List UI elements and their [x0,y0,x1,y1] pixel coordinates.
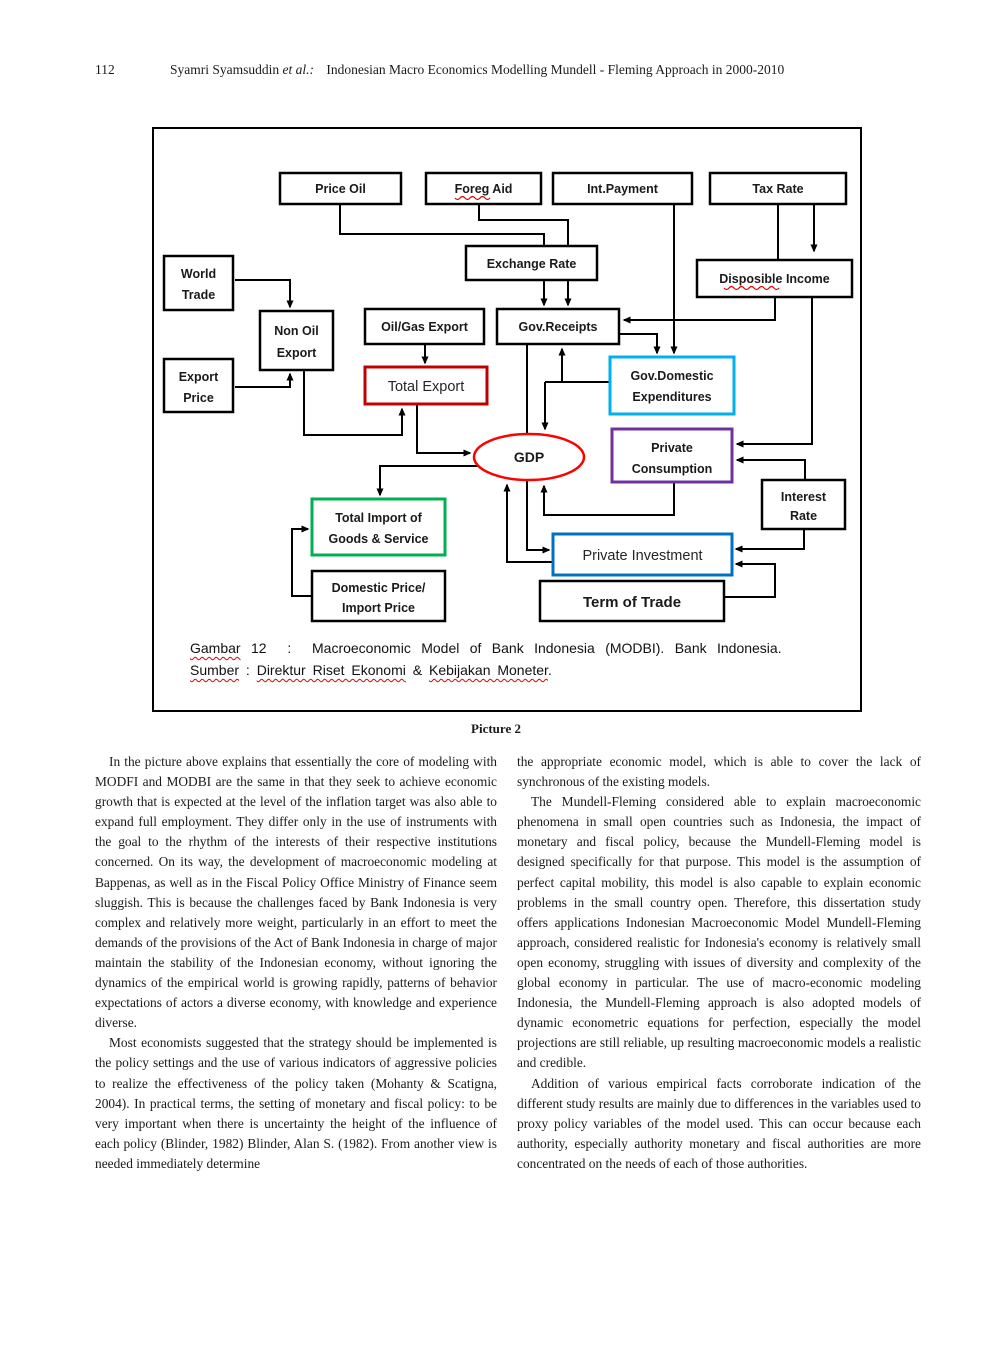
header-title: Indonesian Macro Economics Modelling Mun… [326,62,785,77]
arrow-gdp-to-private-investment [526,480,551,554]
arrow-total-export-to-gdp [416,404,472,457]
svg-text:Price Oil: Price Oil [315,182,366,196]
node-price-oil: Price Oil [278,171,403,206]
svg-text:GDP: GDP [514,449,544,465]
svg-text:Trade: Trade [182,288,215,302]
svg-text:Exchange Rate: Exchange Rate [487,257,577,271]
node-domestic-price: Domestic Price/ Import Price [310,569,447,623]
header-authors: Syamri Syamsuddin [170,62,280,77]
body-column-left: In the picture above explains that essen… [95,752,497,1174]
svg-text:Total Import of: Total Import of [335,511,422,525]
node-non-oil-export: Non Oil Export [258,309,335,372]
node-total-import: Total Import of Goods & Service [310,497,447,557]
node-interest-rate: Interest Rate [760,478,847,531]
svg-text:Private Investment: Private Investment [582,548,702,564]
svg-text:Foreg Aid: Foreg Aid [455,182,513,196]
arrow-gdp-to-total-import [376,465,487,497]
model-nodes: Price Oil Foreg Aid Int.Payment Tax Rate [162,171,854,623]
arrow-export-price-to-non-oil [235,372,294,388]
node-total-export: Total Export [363,365,489,406]
arrow-price-oil-to-exchange-rate [339,204,545,246]
svg-text:Oil/Gas Export: Oil/Gas Export [381,320,469,334]
node-exchange-rate: Exchange Rate [464,244,599,282]
arrow-interest-rate-to-private-consumption [735,456,806,480]
paragraph: the appropriate economic model, which is… [517,754,921,790]
arrow-domestic-price-to-total-import [291,525,312,597]
paragraph: The Mundell-Fleming considered able to e… [517,794,921,1071]
svg-text:Price: Price [183,391,214,405]
svg-text:Gov.Domestic: Gov.Domestic [630,369,713,383]
svg-text:Disposible Income: Disposible Income [719,272,829,286]
paragraph: In the picture above explains that essen… [95,754,497,1031]
node-disposible-income: Disposible Income [695,258,854,299]
model-diagram: Price Oil Foreg Aid Int.Payment Tax Rate [162,171,854,623]
svg-text:Rate: Rate [790,509,817,523]
arrow-gov-receipts-to-gov-domestic [619,333,661,355]
svg-text:Private: Private [651,441,693,455]
arrow-disposible-to-private-consumption [735,297,813,448]
arrow-private-investment-to-gdp [503,483,553,563]
arrow-foreg-aid-to-exchange-rate [478,204,569,246]
node-gov-receipts: Gov.Receipts [495,307,621,346]
svg-text:Int.Payment: Int.Payment [587,182,659,196]
svg-text:Gov.Receipts: Gov.Receipts [519,320,598,334]
arrow-disposible-to-gov-receipts [622,297,776,324]
node-gdp: GDP [472,432,586,482]
node-int-payment: Int.Payment [551,171,694,206]
node-foreg-aid: Foreg Aid [424,171,543,206]
node-private-investment: Private Investment [551,532,734,577]
svg-text:Tax Rate: Tax Rate [752,182,803,196]
svg-text:Goods & Service: Goods & Service [328,532,428,546]
node-export-price: Export Price [162,357,235,414]
svg-text:Total Export: Total Export [388,379,465,395]
svg-text:Non Oil: Non Oil [274,324,318,338]
node-term-of-trade: Term of Trade [538,579,726,623]
node-private-consumption: Private Consumption [610,427,734,484]
caption-line-1: Gambar 12 : Macroeconomic Model of Bank … [190,640,782,656]
svg-text:Consumption: Consumption [632,462,713,476]
node-gov-domestic-expenditures: Gov.Domestic Expenditures [608,355,736,416]
arrow-private-consumption-to-gdp [540,482,675,516]
spellcheck-underline [723,285,780,291]
arrow-world-trade-to-non-oil [235,279,294,309]
arrow-term-of-trade-to-private-investment [724,560,776,598]
arrow-interest-rate-to-private-investment [734,529,805,553]
figure-caption: Gambar 12 : Macroeconomic Model of Bank … [190,637,852,681]
running-header: Syamri Syamsuddin et al.: Indonesian Mac… [170,62,784,78]
node-oil-gas-export: Oil/Gas Export [363,307,486,346]
node-tax-rate: Tax Rate [708,171,848,206]
paragraph: Most economists suggested that the strat… [95,1035,497,1171]
header-etal: et al.: [282,62,315,77]
caption-line-2: Sumber : Direktur Riset Ekonomi & Kebija… [190,662,552,678]
figure-macroeconomic-model: Price Oil Foreg Aid Int.Payment Tax Rate [152,127,862,712]
page-number: 112 [95,62,115,77]
svg-text:Domestic Price/: Domestic Price/ [332,581,426,595]
connector-lines [235,204,818,598]
svg-text:World: World [181,267,216,281]
spellcheck-underline [454,195,491,201]
svg-text:Import Price: Import Price [342,601,415,615]
paragraph: Addition of various empirical facts corr… [517,1075,921,1171]
svg-text:Interest: Interest [781,490,827,504]
picture-label: Picture 2 [471,721,521,736]
node-world-trade: World Trade [162,254,235,312]
svg-text:Export: Export [277,346,317,360]
body-column-right: the appropriate economic model, which is… [517,752,921,1174]
svg-text:Expenditures: Expenditures [632,390,711,404]
svg-text:Term of Trade: Term of Trade [583,594,681,611]
arrow-non-oil-to-total-export [303,370,406,436]
svg-text:Export: Export [179,370,219,384]
